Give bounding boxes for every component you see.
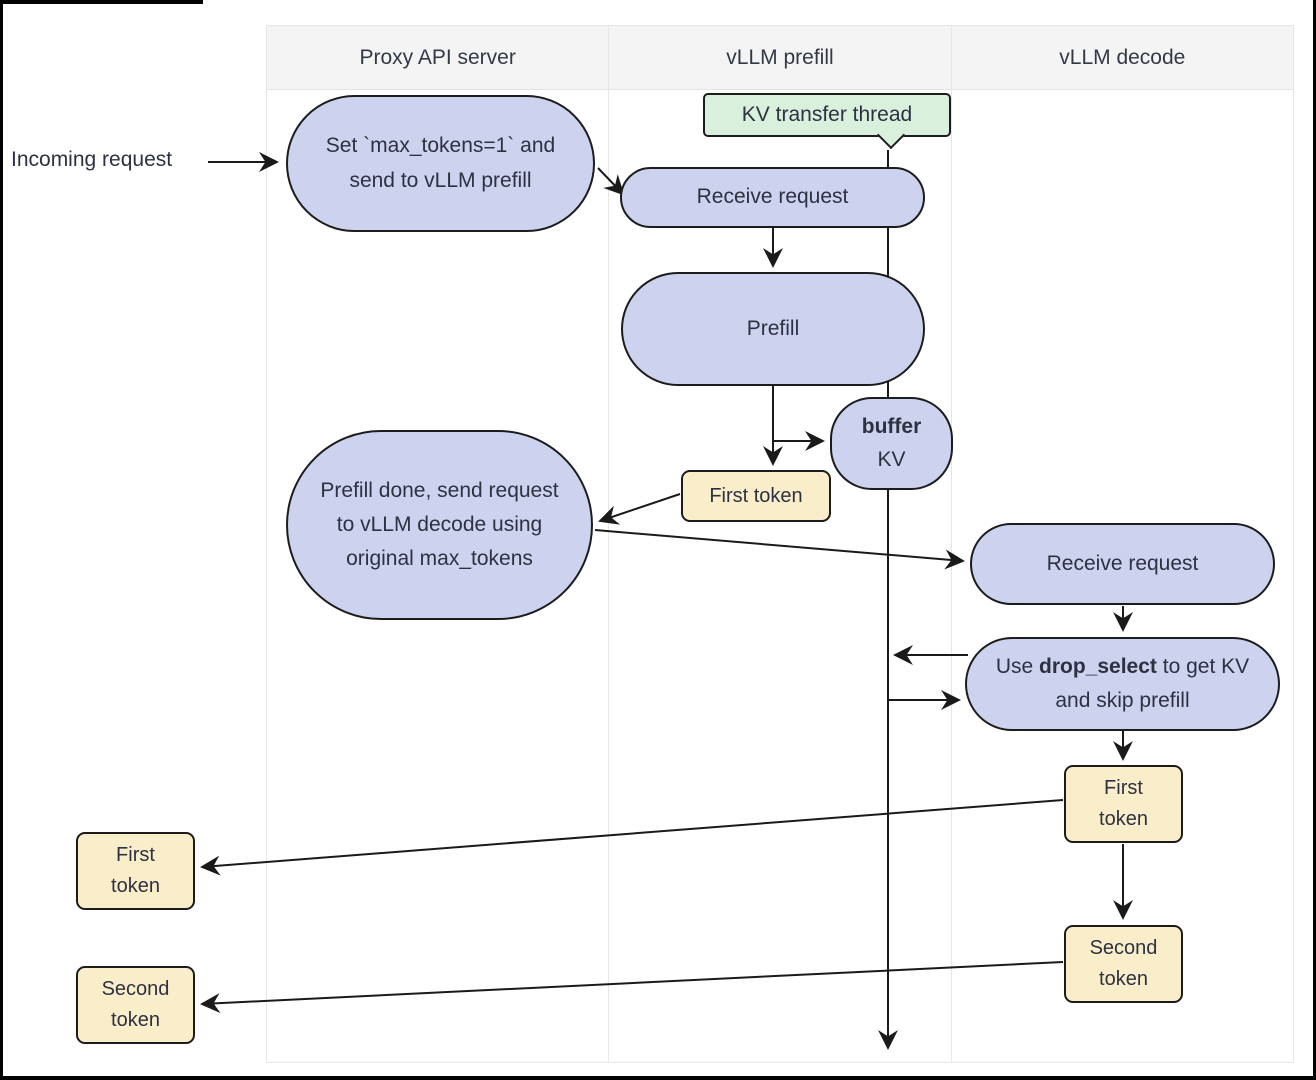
buffer-kv-rest: KV [877,447,906,471]
edge-prefilldone-to-receivedecode [594,529,965,570]
edge-firsttoken-out [200,799,1064,876]
node-buffer-kv: buffer KV [830,397,953,490]
node-prefill: Prefill [621,272,925,386]
node-second-token-decode: Second token [1064,925,1183,1003]
receive-request-prefill-label: Receive request [696,185,849,209]
first-token-decode-label: First token [1099,777,1148,830]
second-token-decode-label: Second token [1089,937,1158,990]
drop-select-prefix: Use [995,654,1040,678]
edge-proxy-to-receive [597,167,625,196]
node-second-token-out: Second token [76,966,195,1044]
receive-request-decode-label: Receive request [1046,551,1199,575]
second-token-out-label: Second token [101,978,170,1031]
node-set-max-tokens: Set `max_tokens=1` and send to vLLM pref… [286,95,595,232]
node-first-token-prefill: First token [681,470,831,522]
node-drop-select: Use drop_select to get KV and skip prefi… [965,637,1280,731]
node-first-token-out: First token [76,832,195,910]
edge-firsttoken-to-prefilldone [598,493,681,525]
node-first-token-decode: First token [1064,765,1183,843]
node-kv-transfer-thread: KV transfer thread [703,93,951,150]
drop-select-bold: drop_select [1039,654,1157,678]
node-prefill-done: Prefill done, send request to vLLM decod… [286,430,593,620]
edge-secondtoken-out [200,961,1064,1014]
buffer-kv-bold: buffer [861,414,922,438]
lane-header-decode: vLLM decode [951,26,1293,90]
incoming-request-label: Incoming request [11,148,173,171]
lane-header-prefill: vLLM prefill [609,26,951,90]
node-receive-request-prefill: Receive request [620,167,925,228]
lane-header-proxy: Proxy API server [267,26,609,90]
node-set-max-tokens-label: Set `max_tokens=1` and send to vLLM pref… [325,134,556,192]
drop-select-suffix: to get KV and skip prefill [1055,654,1250,712]
node-receive-request-decode: Receive request [970,523,1275,605]
prefill-label: Prefill [746,316,800,340]
window-frame-top [3,0,203,4]
first-token-out-label: First token [111,844,160,897]
buffer-kv-label: buffer KV [862,411,922,476]
prefill-done-label: Prefill done, send request to vLLM decod… [320,478,559,570]
drop-select-label: Use drop_select to get KV and skip prefi… [985,650,1260,718]
first-token-prefill-label: First token [709,484,803,507]
edges-layer [200,150,1133,1050]
kv-transfer-thread-label: KV transfer thread [741,103,913,126]
